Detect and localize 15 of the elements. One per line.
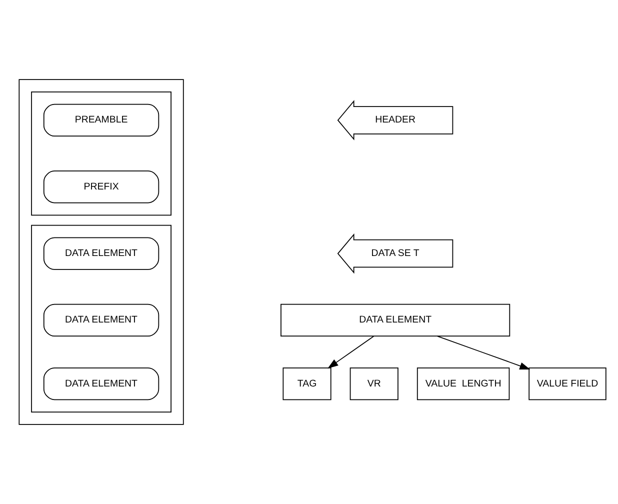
cluster	[31, 92, 172, 216]
node-box: PREFIX	[43, 170, 160, 204]
node-box: DATA ELEMENT	[43, 237, 160, 270]
node-box: VR	[350, 367, 398, 400]
node-box: VALUE LENGTH	[416, 367, 510, 400]
arrow	[436, 336, 530, 370]
node-box: TAG	[282, 367, 332, 400]
cluster	[18, 79, 184, 425]
cluster	[31, 224, 172, 412]
arrow	[328, 336, 374, 368]
node-box: VALUE FIELD	[528, 367, 606, 400]
node-box: DATA ELEMENT	[280, 304, 510, 337]
node-box: PREAMBLE	[43, 104, 160, 137]
node-box: DATA ELEMENT	[43, 367, 160, 400]
node-box: DATA ELEMENT	[43, 304, 160, 337]
